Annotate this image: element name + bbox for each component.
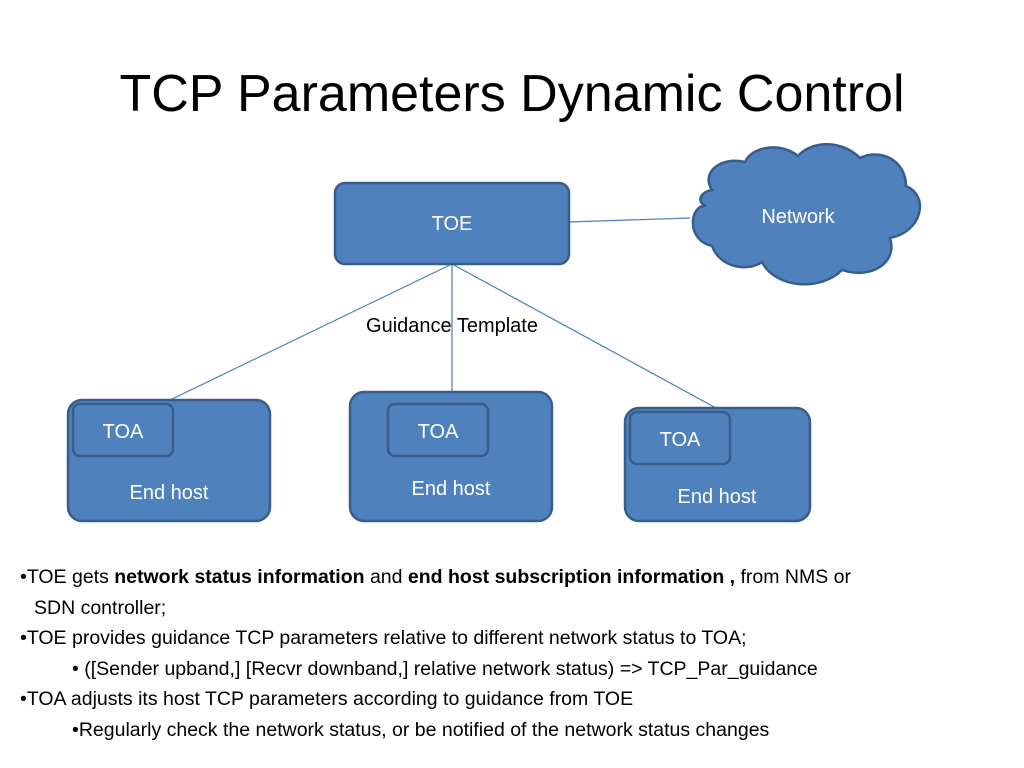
- end-host-label-3: End host: [678, 486, 757, 508]
- bullet-1-continuation: SDN controller;: [34, 596, 167, 619]
- toa-box-1: [71, 402, 175, 458]
- toe-network-connector: [568, 217, 691, 223]
- bullet-1: •TOE gets network status information and…: [20, 562, 1010, 593]
- toe-host1-connector: [169, 263, 453, 401]
- slide-title: TCP Parameters Dynamic Control: [119, 65, 905, 123]
- end-host-2: TOA End host: [348, 390, 554, 523]
- toe-host3-connector: [451, 263, 717, 409]
- bullet-1-prefix: •TOE gets: [20, 566, 115, 588]
- toa-box-3: [628, 410, 732, 466]
- end-host-label-1: End host: [130, 482, 209, 504]
- guidance-template-label: Guidance Template: [366, 315, 538, 337]
- bullet-1-bold-subscription: end host subscription information ,: [407, 566, 736, 588]
- bullet-3: •TOA adjusts its host TCP parameters acc…: [20, 688, 634, 710]
- bullet-list: •TOE gets network status information and…: [20, 562, 1010, 745]
- end-host-1: TOA End host: [66, 398, 272, 523]
- toa-label-2: TOA: [418, 421, 459, 443]
- network-cloud: Network: [691, 143, 922, 286]
- toe-label: TOE: [432, 213, 473, 235]
- bullet-1-mid: and: [364, 566, 408, 588]
- toe-node: TOE: [333, 181, 571, 266]
- bullet-1-bold-network-status: network status information: [114, 566, 365, 588]
- toa-box-2: [386, 402, 490, 458]
- network-label: Network: [761, 206, 835, 228]
- bullet-2-sub: • ([Sender upband,] [Recvr downband,] re…: [72, 657, 818, 680]
- architecture-diagram: TOE Network Guidance Template TOA End ho…: [66, 143, 922, 523]
- bullet-1-suffix: from NMS or: [735, 566, 852, 588]
- bullet-2: •TOE provides guidance TCP parameters re…: [20, 627, 747, 649]
- end-host-label-2: End host: [412, 478, 491, 500]
- end-host-3: TOA End host: [623, 406, 812, 523]
- bullet-3-sub: •Regularly check the network status, or …: [72, 718, 770, 741]
- toa-label-3: TOA: [660, 429, 701, 451]
- toa-label-1: TOA: [103, 421, 144, 443]
